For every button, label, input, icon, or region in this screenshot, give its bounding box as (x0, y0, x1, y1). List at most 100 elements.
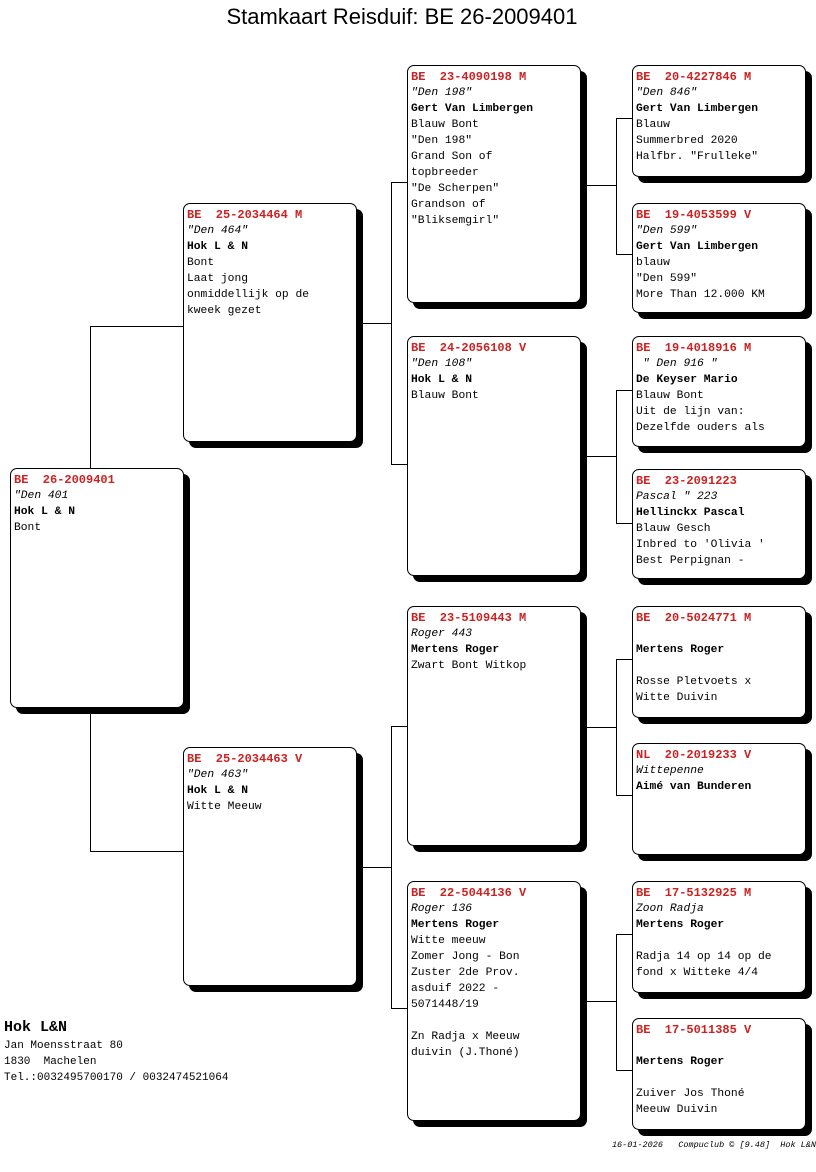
connector (586, 727, 616, 728)
ring-number: BE 23-4090198 M (411, 70, 527, 84)
dam-card[interactable]: BE 25-2034463 V "Den 463" Hok L & N Witt… (183, 747, 357, 986)
connector (616, 118, 617, 254)
ring-number: BE 20-4227846 M (636, 70, 752, 84)
pigeon-name: Wittepenne (636, 765, 704, 777)
connector (616, 390, 617, 523)
great-grandparent-card-2[interactable]: BE 19-4053599 V "Den 599" Gert Van Limbe… (632, 203, 806, 313)
info-line: Bont (187, 257, 215, 269)
breeder: Hok L & N (411, 374, 473, 386)
page-title: Stamkaart Reisduif: BE 26-2009401 (226, 4, 578, 29)
breeder: Mertens Roger (411, 644, 500, 656)
great-grandparent-card-3[interactable]: BE 19-4018916 M " Den 916 " De Keyser Ma… (632, 336, 806, 447)
info-line: "Den 198" (411, 135, 473, 147)
breeder: Gert Van Limbergen (636, 241, 759, 253)
footer-credit: 16-01-2026 Compuclub © [9.48] Hok L&N (611, 1140, 816, 1150)
great-grandparent-card-1[interactable]: BE 20-4227846 M "Den 846" Gert Van Limbe… (632, 65, 806, 177)
granddam-maternal-card[interactable]: BE 22-5044136 V Roger 136 Mertens Roger … (407, 881, 581, 1121)
connector (616, 1070, 632, 1071)
info-line: "Den 599" (636, 273, 698, 285)
info-line: Zuiver Jos Thoné (636, 1088, 745, 1100)
info-line: Halfbr. "Frulleke" (636, 151, 759, 163)
great-grandparent-card-5[interactable]: BE 20-5024771 M Mertens Roger Rosse Plet… (632, 606, 806, 718)
connector (616, 254, 632, 255)
connector (616, 659, 617, 795)
ring-number: BE 22-5044136 V (411, 886, 527, 900)
pigeon-name: Roger 443 (411, 628, 473, 640)
ring-number: BE 20-5024771 M (636, 611, 752, 625)
pigeon-name: "Den 401 (14, 490, 69, 502)
ring-number: BE 23-2091223 (636, 474, 737, 488)
loft-name: Hok L&N (4, 1019, 68, 1036)
connector (586, 456, 616, 457)
pigeon-name: "Den 599" (636, 225, 698, 237)
pigeon-name (636, 1038, 802, 1054)
breeder: Gert Van Limbergen (636, 103, 759, 115)
loft-phone: Tel.:0032495700170 / 0032474521064 (4, 1072, 229, 1084)
info-line: Uit de lijn van: (636, 406, 745, 418)
info-line: Radja 14 op 14 op de (636, 951, 772, 963)
info-line: duivin (J.Thoné) (411, 1047, 520, 1059)
ring-number: NL 20-2019233 V (636, 748, 752, 762)
breeder: Mertens Roger (411, 919, 500, 931)
info-line: kweek gezet (187, 305, 262, 317)
connector (616, 390, 632, 391)
info-line: Zomer Jong - Bon (411, 951, 520, 963)
info-line: topbreeder (411, 167, 479, 179)
great-grandparent-card-4[interactable]: BE 23-2091223 Pascal " 223 Hellinckx Pas… (632, 469, 806, 579)
connector (362, 323, 391, 324)
great-grandparent-card-6[interactable]: NL 20-2019233 V Wittepenne Aimé van Bund… (632, 743, 806, 855)
connector (391, 726, 392, 1008)
info-line (636, 658, 802, 674)
ring-number: BE 25-2034463 V (187, 752, 303, 766)
grandsire-maternal-card[interactable]: BE 23-5109443 M Roger 443 Mertens Roger … (407, 606, 581, 846)
granddam-paternal-card[interactable]: BE 24-2056108 V "Den 108" Hok L & N Blau… (407, 336, 581, 576)
info-line (636, 1070, 802, 1086)
grandsire-paternal-card[interactable]: BE 23-4090198 M "Den 198" Gert Van Limbe… (407, 65, 581, 303)
connector (586, 1001, 616, 1002)
info-line: More Than 12.000 KM (636, 289, 765, 301)
sire-card[interactable]: BE 25-2034464 M "Den 464" Hok L & N Bont… (183, 203, 357, 442)
breeder: Gert Van Limbergen (411, 103, 534, 115)
info-line: fond x Witteke 4/4 (636, 967, 759, 979)
info-line: onmiddellijk op de (187, 289, 310, 301)
breeder: Aimé van Bunderen (636, 781, 752, 793)
info-line: Blauw Bont (636, 390, 704, 402)
loft-city: 1830 Machelen (4, 1056, 97, 1068)
connector (616, 795, 632, 796)
info-line: Dezelfde ouders als (636, 422, 765, 434)
connector (90, 326, 183, 327)
loft-info: Hok L&N Jan Moensstraat 80 1830 Machelen… (4, 1018, 228, 1086)
info-line: Grand Son of (411, 151, 493, 163)
ring-number: BE 26-2009401 (14, 473, 115, 487)
info-line: Blauw Gesch (636, 523, 711, 535)
breeder: De Keyser Mario (636, 374, 738, 386)
info-line (411, 1013, 577, 1029)
great-grandparent-card-7[interactable]: BE 17-5132925 M Zoon Radja Mertens Roger… (632, 881, 806, 993)
info-line: asduif 2022 - (411, 983, 500, 995)
info-line: blauw (636, 257, 670, 269)
ring-number: BE 17-5011385 V (636, 1023, 752, 1037)
info-line: Zn Radja x Meeuw (411, 1031, 520, 1043)
pigeon-name: "Den 108" (411, 358, 473, 370)
breeder: Mertens Roger (636, 644, 725, 656)
pigeon-name: "Den 463" (187, 769, 249, 781)
info-line: Inbred to 'Olivia ' (636, 539, 765, 551)
pigeon-name: "Den 464" (187, 225, 249, 237)
subject-card[interactable]: BE 26-2009401 "Den 401 Hok L & N Bont (10, 468, 184, 708)
info-line: Laat jong (187, 273, 249, 285)
breeder: Hok L & N (187, 241, 249, 253)
great-grandparent-card-8[interactable]: BE 17-5011385 V Mertens Roger Zuiver Jos… (632, 1018, 806, 1130)
connector (90, 851, 183, 852)
pigeon-name: "Den 198" (411, 87, 473, 99)
connector (616, 934, 617, 1070)
info-line: Witte Duivin (636, 692, 718, 704)
connector (391, 182, 392, 464)
connector (362, 867, 391, 868)
connector (391, 726, 407, 727)
info-line (636, 933, 802, 949)
info-line: Blauw (636, 119, 670, 131)
info-line: Witte meeuw (411, 935, 486, 947)
info-line: Witte Meeuw (187, 801, 262, 813)
connector (391, 1008, 407, 1009)
info-line: Meeuw Duivin (636, 1104, 718, 1116)
